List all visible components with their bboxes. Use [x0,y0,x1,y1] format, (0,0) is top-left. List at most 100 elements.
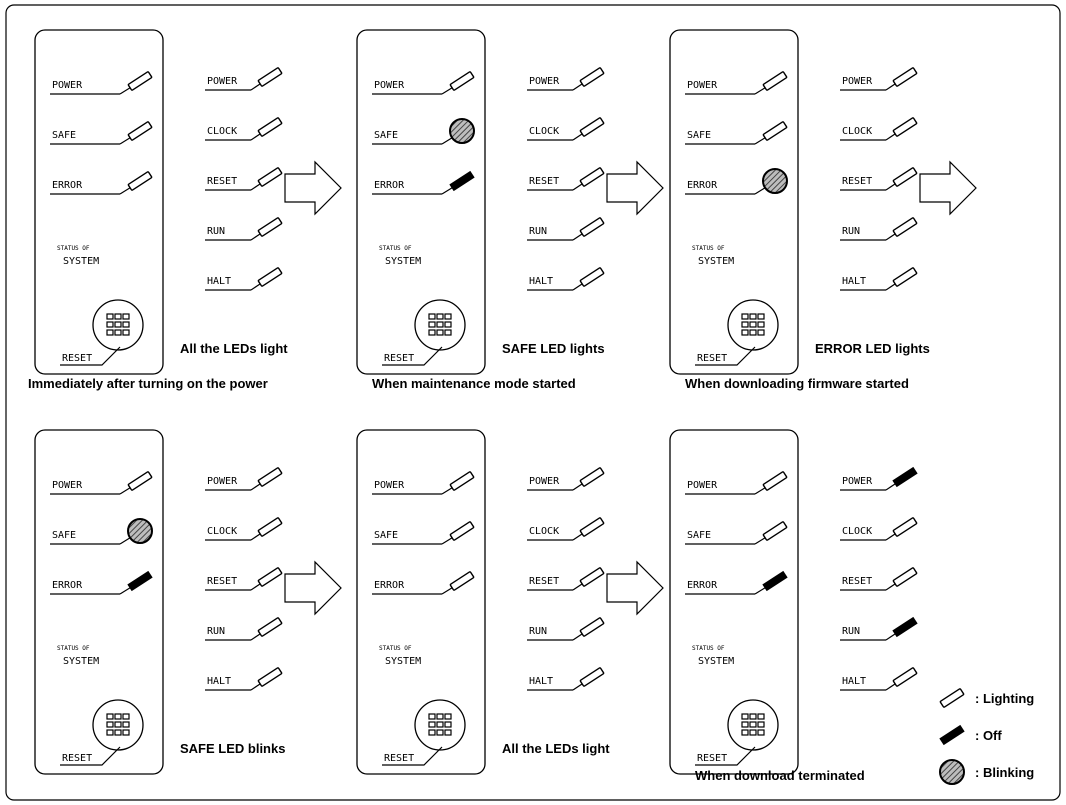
led-label-safe: SAFE [374,130,398,141]
ext-led-label-power: POWER [842,76,873,87]
led-label-error: ERROR [687,580,718,591]
led-off-icon-shape [762,570,788,592]
led-off-icon-shape [127,570,153,592]
reset-label: RESET [697,753,727,764]
keypad-dot [122,313,130,320]
ext-led-label-reset: RESET [842,576,872,587]
ext-led-lighting-icon [257,667,283,687]
keypad-dot [444,729,452,736]
keypad-dot [122,321,130,328]
stage-caption: When downloading firmware started [685,376,909,391]
ext-led-lighting-icon-shape [257,667,283,687]
led-label-error: ERROR [374,180,405,191]
ext-led-label-run: RUN [529,626,547,637]
ext-led-lighting-icon-shape [892,667,918,687]
keypad-dot [106,713,114,720]
reset-keypad-icon [741,713,765,736]
led-blinking-icon [449,118,475,144]
led-lighting-icon-shape [449,571,475,591]
legend-off-icon [939,724,965,746]
keypad-dot [444,321,452,328]
status-label: STATUS OF [379,645,412,652]
keypad-dot [106,729,114,736]
legend-off-text: : Off [975,728,1002,743]
ext-led-label-halt: HALT [842,676,866,687]
ext-led-lighting-icon [579,217,605,237]
led-off-icon-shape [449,170,475,192]
legend-lighting-text: : Lighting [975,691,1034,706]
ext-led-label-halt: HALT [529,276,553,287]
panel-frame [669,29,799,375]
ext-led-lighting-icon [892,517,918,537]
led-lighting-icon [762,71,788,91]
ext-led-lighting-icon [579,467,605,487]
led-lighting-icon-shape [449,71,475,91]
reset-leader [60,746,121,766]
ext-led-lighting-icon [892,267,918,287]
keypad-dot [444,329,452,336]
ext-led-label-run: RUN [842,626,860,637]
led-lighting-icon [762,471,788,491]
keypad-dot [428,329,436,336]
panel-frame [669,429,799,775]
led-lighting-icon [762,521,788,541]
reset-keypad-icon [741,313,765,336]
legend-lighting-icon-shape [939,688,965,708]
reset-leader [382,746,443,766]
next-stage-arrow [284,560,342,616]
keypad-dot [436,729,444,736]
status-label: STATUS OF [57,245,90,252]
led-label-power: POWER [52,480,83,491]
led-lighting-icon [127,171,153,191]
system-label: SYSTEM [63,256,99,267]
led-lighting-icon-shape [127,171,153,191]
ext-led-label-halt: HALT [207,676,231,687]
panel-frame [356,429,486,775]
ext-led-lighting-icon-shape [579,67,605,87]
reset-leader [695,746,756,766]
keypad-dot [444,313,452,320]
led-lighting-icon [127,71,153,91]
keypad-dot [749,313,757,320]
led-label-power: POWER [687,80,718,91]
ext-led-lighting-icon-shape [579,517,605,537]
keypad-dot [114,713,122,720]
keypad-dot [757,321,765,328]
led-lighting-icon [449,521,475,541]
ext-led-lighting-icon [579,567,605,587]
reset-label: RESET [384,353,414,364]
led-lighting-icon-shape [127,71,153,91]
keypad-dot [122,729,130,736]
status-label: STATUS OF [379,245,412,252]
legend-lighting-icon [939,688,965,708]
led-off-icon [449,170,475,192]
stage-caption: Immediately after turning on the power [28,376,268,391]
led-lighting-icon-shape [127,471,153,491]
ext-led-lighting-icon-shape [257,217,283,237]
stage-note: ERROR LED lights [815,341,930,356]
led-label-safe: SAFE [374,530,398,541]
keypad-dot [741,321,749,328]
ext-led-lighting-icon-shape [579,617,605,637]
keypad-dot [114,313,122,320]
ext-led-lighting-icon [579,667,605,687]
keypad-dot [741,729,749,736]
status-label: STATUS OF [692,645,725,652]
ext-led-label-halt: HALT [529,676,553,687]
led-lighting-icon-shape [762,521,788,541]
ext-led-lighting-icon [257,517,283,537]
keypad-dot [106,313,114,320]
reset-keypad-icon [428,313,452,336]
ext-led-label-reset: RESET [529,176,559,187]
stage-note: SAFE LED blinks [180,741,285,756]
status-label: STATUS OF [57,645,90,652]
stage-note: All the LEDs light [502,741,610,756]
ext-led-label-power: POWER [842,476,873,487]
keypad-dot [428,721,436,728]
stage-caption: When maintenance mode started [372,376,576,391]
keypad-dot [749,321,757,328]
